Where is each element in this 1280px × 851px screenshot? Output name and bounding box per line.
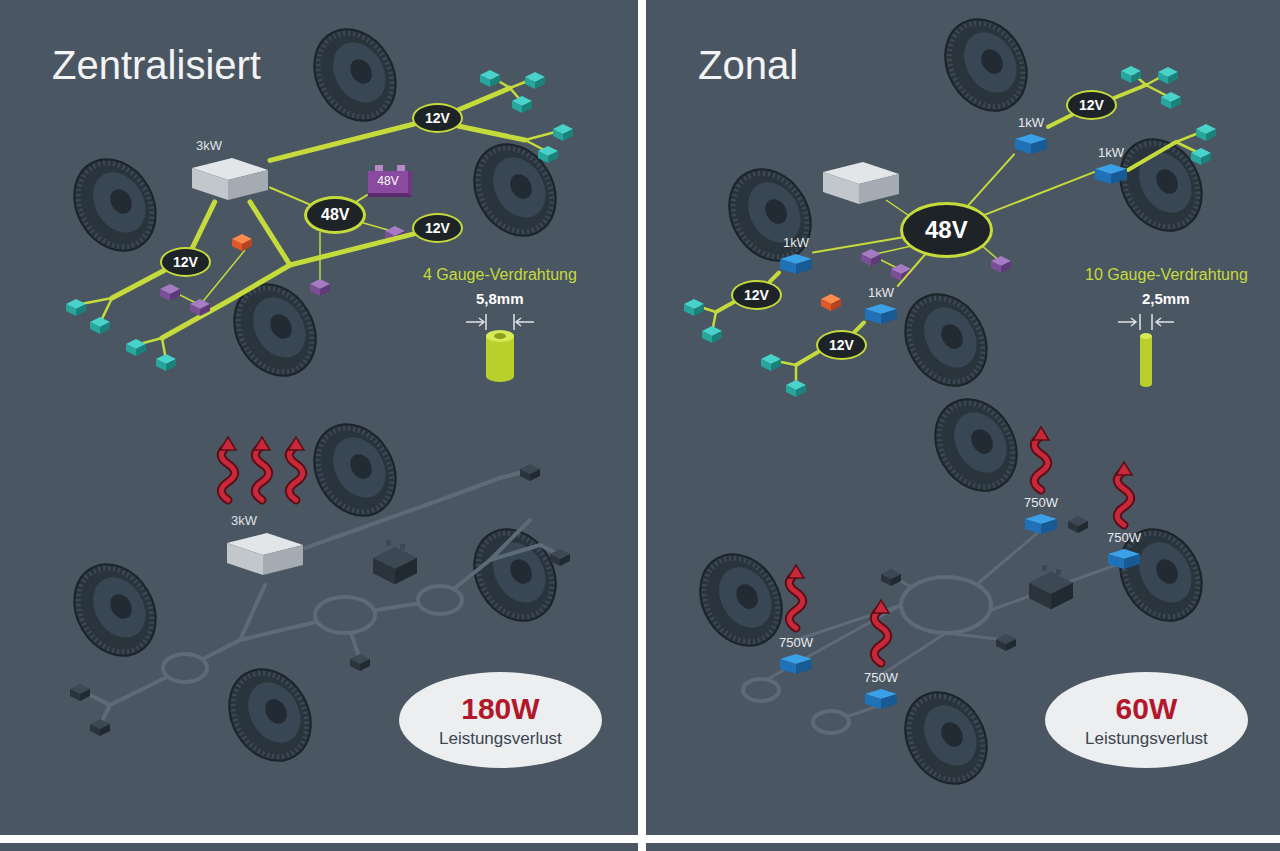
ecu-cubes — [684, 66, 1216, 397]
wire-gauge-label: 4 Gauge-Verdrahtung — [423, 266, 577, 284]
power-rating: 1kW — [1098, 146, 1124, 161]
voltage-hub: 12V — [160, 247, 211, 277]
power-rating: 3kW — [231, 514, 257, 529]
lower-panel-edge — [0, 843, 638, 851]
zone-converter — [864, 688, 898, 710]
battery-voltage: 48V — [368, 171, 411, 197]
battery: 48V — [367, 164, 413, 197]
zone-converter-unit: 1kW — [1094, 146, 1128, 185]
lower-panel-edge — [646, 843, 1280, 851]
branch-wires — [76, 76, 563, 360]
power-wire — [193, 202, 215, 248]
greyed-cubes — [881, 516, 1088, 651]
loss-badge: 180WLeistungsverlust — [399, 672, 602, 768]
bus-wires — [716, 85, 1176, 365]
zone-converter-unit: 1kW — [864, 286, 898, 325]
main-voltage-hub: 48V — [304, 196, 366, 234]
wire-gauge-label: 10 Gauge-Verdrahtung — [1085, 266, 1248, 284]
greyed-nodes — [163, 586, 462, 682]
power-wire — [270, 124, 414, 160]
voltage-label: 12V — [1079, 97, 1104, 113]
power-rating: 750W — [864, 671, 898, 686]
power-rating: 1kW — [1018, 116, 1044, 131]
voltage-label: 12V — [425, 220, 450, 236]
heat-waves — [788, 427, 1132, 663]
power-rating: 750W — [779, 636, 813, 651]
voltage-hub: 12V — [412, 103, 463, 133]
converter-box — [225, 531, 305, 577]
power-wire — [985, 172, 1094, 215]
power-wire — [813, 237, 902, 252]
power-wire — [769, 273, 779, 283]
converter-unit: 3kW — [190, 139, 270, 202]
greyed-nodes — [743, 577, 991, 733]
voltage-label: 12V — [829, 337, 854, 353]
loss-caption: Leistungsverlust — [439, 729, 562, 749]
power-rating: 3kW — [196, 139, 222, 154]
power-rating: 750W — [1107, 531, 1141, 546]
zone-converter-unit: 750W — [779, 636, 813, 675]
loss-value: 60W — [1116, 692, 1178, 727]
zone-converter-unit: 750W — [864, 671, 898, 710]
wire-diameter: 5,8mm — [476, 290, 524, 307]
power-rating: 750W — [1024, 496, 1058, 511]
zone-converter — [864, 303, 898, 325]
power-wire — [898, 255, 925, 287]
panel-title: Zonal — [698, 42, 798, 88]
power-rating: 1kW — [783, 236, 809, 251]
zone-converter-unit: 1kW — [779, 236, 813, 275]
wire-gauge-symbol — [1118, 314, 1174, 387]
power-wire — [968, 154, 1014, 205]
power-rating: 1kW — [868, 286, 894, 301]
greyed-cubes — [70, 464, 570, 736]
voltage-hub: 12V — [412, 213, 463, 243]
architecture-panel: Zentralisiert 3kW 48V 12V 48V 12V 12V 3kW 180WLe… — [0, 0, 638, 835]
power-wire — [270, 188, 310, 205]
zone-converter-unit: 750W — [1024, 496, 1058, 535]
voltage-label: 12V — [744, 287, 769, 303]
zone-converter — [1024, 513, 1058, 535]
loss-caption: Leistungsverlust — [1085, 729, 1208, 749]
wire-diameter: 2,5mm — [1142, 290, 1190, 307]
voltage-label: 48V — [925, 216, 968, 244]
branch-wires — [694, 72, 1206, 386]
zone-converter — [779, 253, 813, 275]
battery-terminals — [367, 164, 413, 171]
main-voltage-hub: 48V — [900, 202, 993, 258]
voltage-label: 48V — [321, 206, 349, 224]
zone-converter — [1014, 133, 1048, 155]
wheels — [58, 14, 572, 775]
power-wire — [357, 195, 367, 201]
architecture-panel: Zonal 1kW 12V 1kW 48V 1kW 12V 1kW 12V 750W 750W 750… — [646, 0, 1280, 835]
zone-converter-unit: 1kW — [1014, 116, 1048, 155]
zone-converter — [1094, 163, 1128, 185]
voltage-label: 12V — [425, 110, 450, 126]
dc-converter — [823, 162, 899, 204]
voltage-label: 12V — [173, 254, 198, 270]
loss-badge: 60WLeistungsverlust — [1045, 672, 1248, 768]
bus-wires — [112, 88, 525, 338]
wire-gauge-symbol — [466, 314, 534, 382]
voltage-hub: 12V — [816, 330, 867, 360]
voltage-hub: 12V — [1066, 90, 1117, 120]
converter-unit: 3kW — [225, 514, 305, 577]
panel-title: Zentralisiert — [52, 42, 261, 88]
loss-value: 180W — [461, 692, 539, 727]
zone-converter-unit: 750W — [1107, 531, 1141, 570]
heat-waves — [220, 437, 304, 500]
power-wire — [1048, 115, 1072, 127]
ecu-cubes — [66, 70, 573, 371]
voltage-hub: 12V — [731, 280, 782, 310]
power-wire — [854, 323, 864, 333]
signal-wires — [871, 200, 1001, 270]
zone-converter — [779, 653, 813, 675]
zone-converter — [1107, 548, 1141, 570]
converter-box — [190, 156, 270, 202]
